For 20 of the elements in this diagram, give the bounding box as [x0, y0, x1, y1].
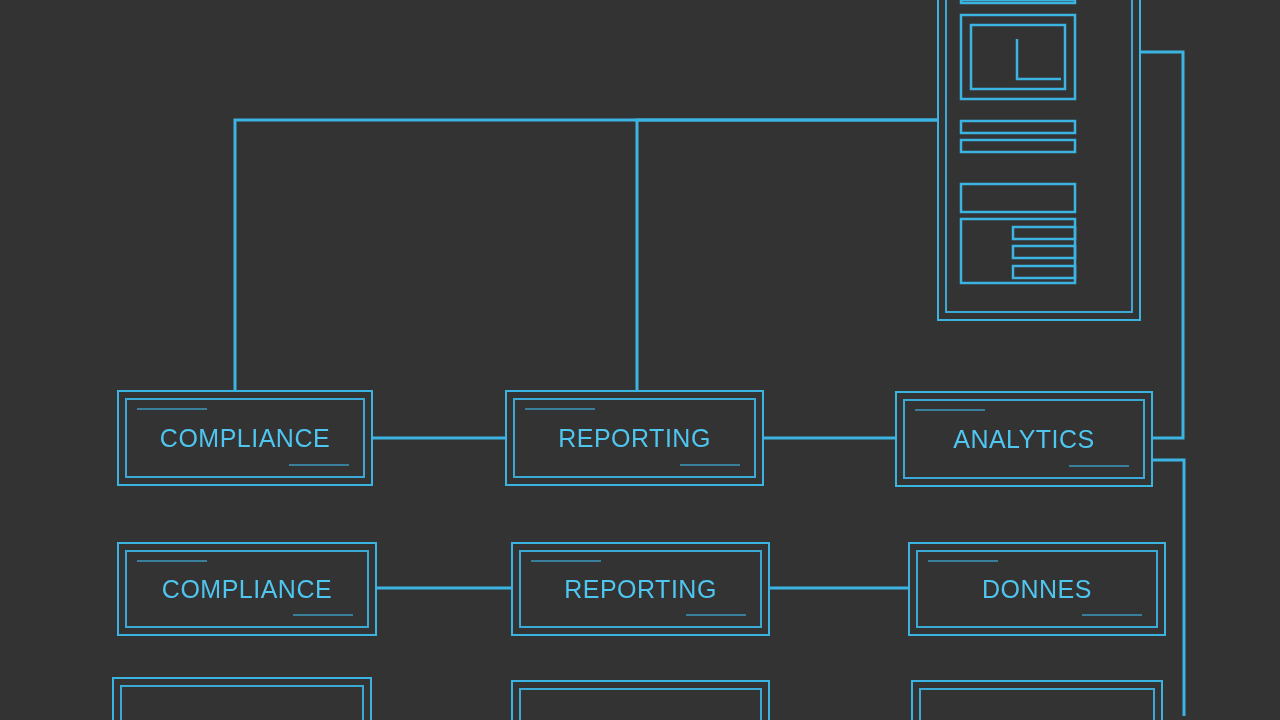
module-label: COMPLIANCE [161, 574, 333, 604]
module-label: COMPLIANCE [159, 423, 331, 453]
module-label: DONNES [982, 574, 1092, 604]
connector-line [1141, 50, 1185, 440]
module-label: REPORTING [558, 423, 711, 453]
module-label: ANALYTICS [953, 424, 1095, 454]
connector-line [764, 436, 895, 440]
module-box [908, 542, 1166, 636]
module-label: REPORTING [564, 574, 717, 604]
connector-line [377, 586, 511, 590]
module-box [117, 390, 373, 486]
connector-line [770, 586, 908, 590]
connector-line [635, 118, 937, 390]
module-box [511, 542, 770, 636]
module-box [505, 390, 764, 486]
module-box [117, 542, 377, 636]
connector-line [1153, 458, 1186, 716]
connector-line [373, 436, 505, 440]
wireframe-panel [937, 0, 1141, 321]
module-box [895, 391, 1153, 487]
